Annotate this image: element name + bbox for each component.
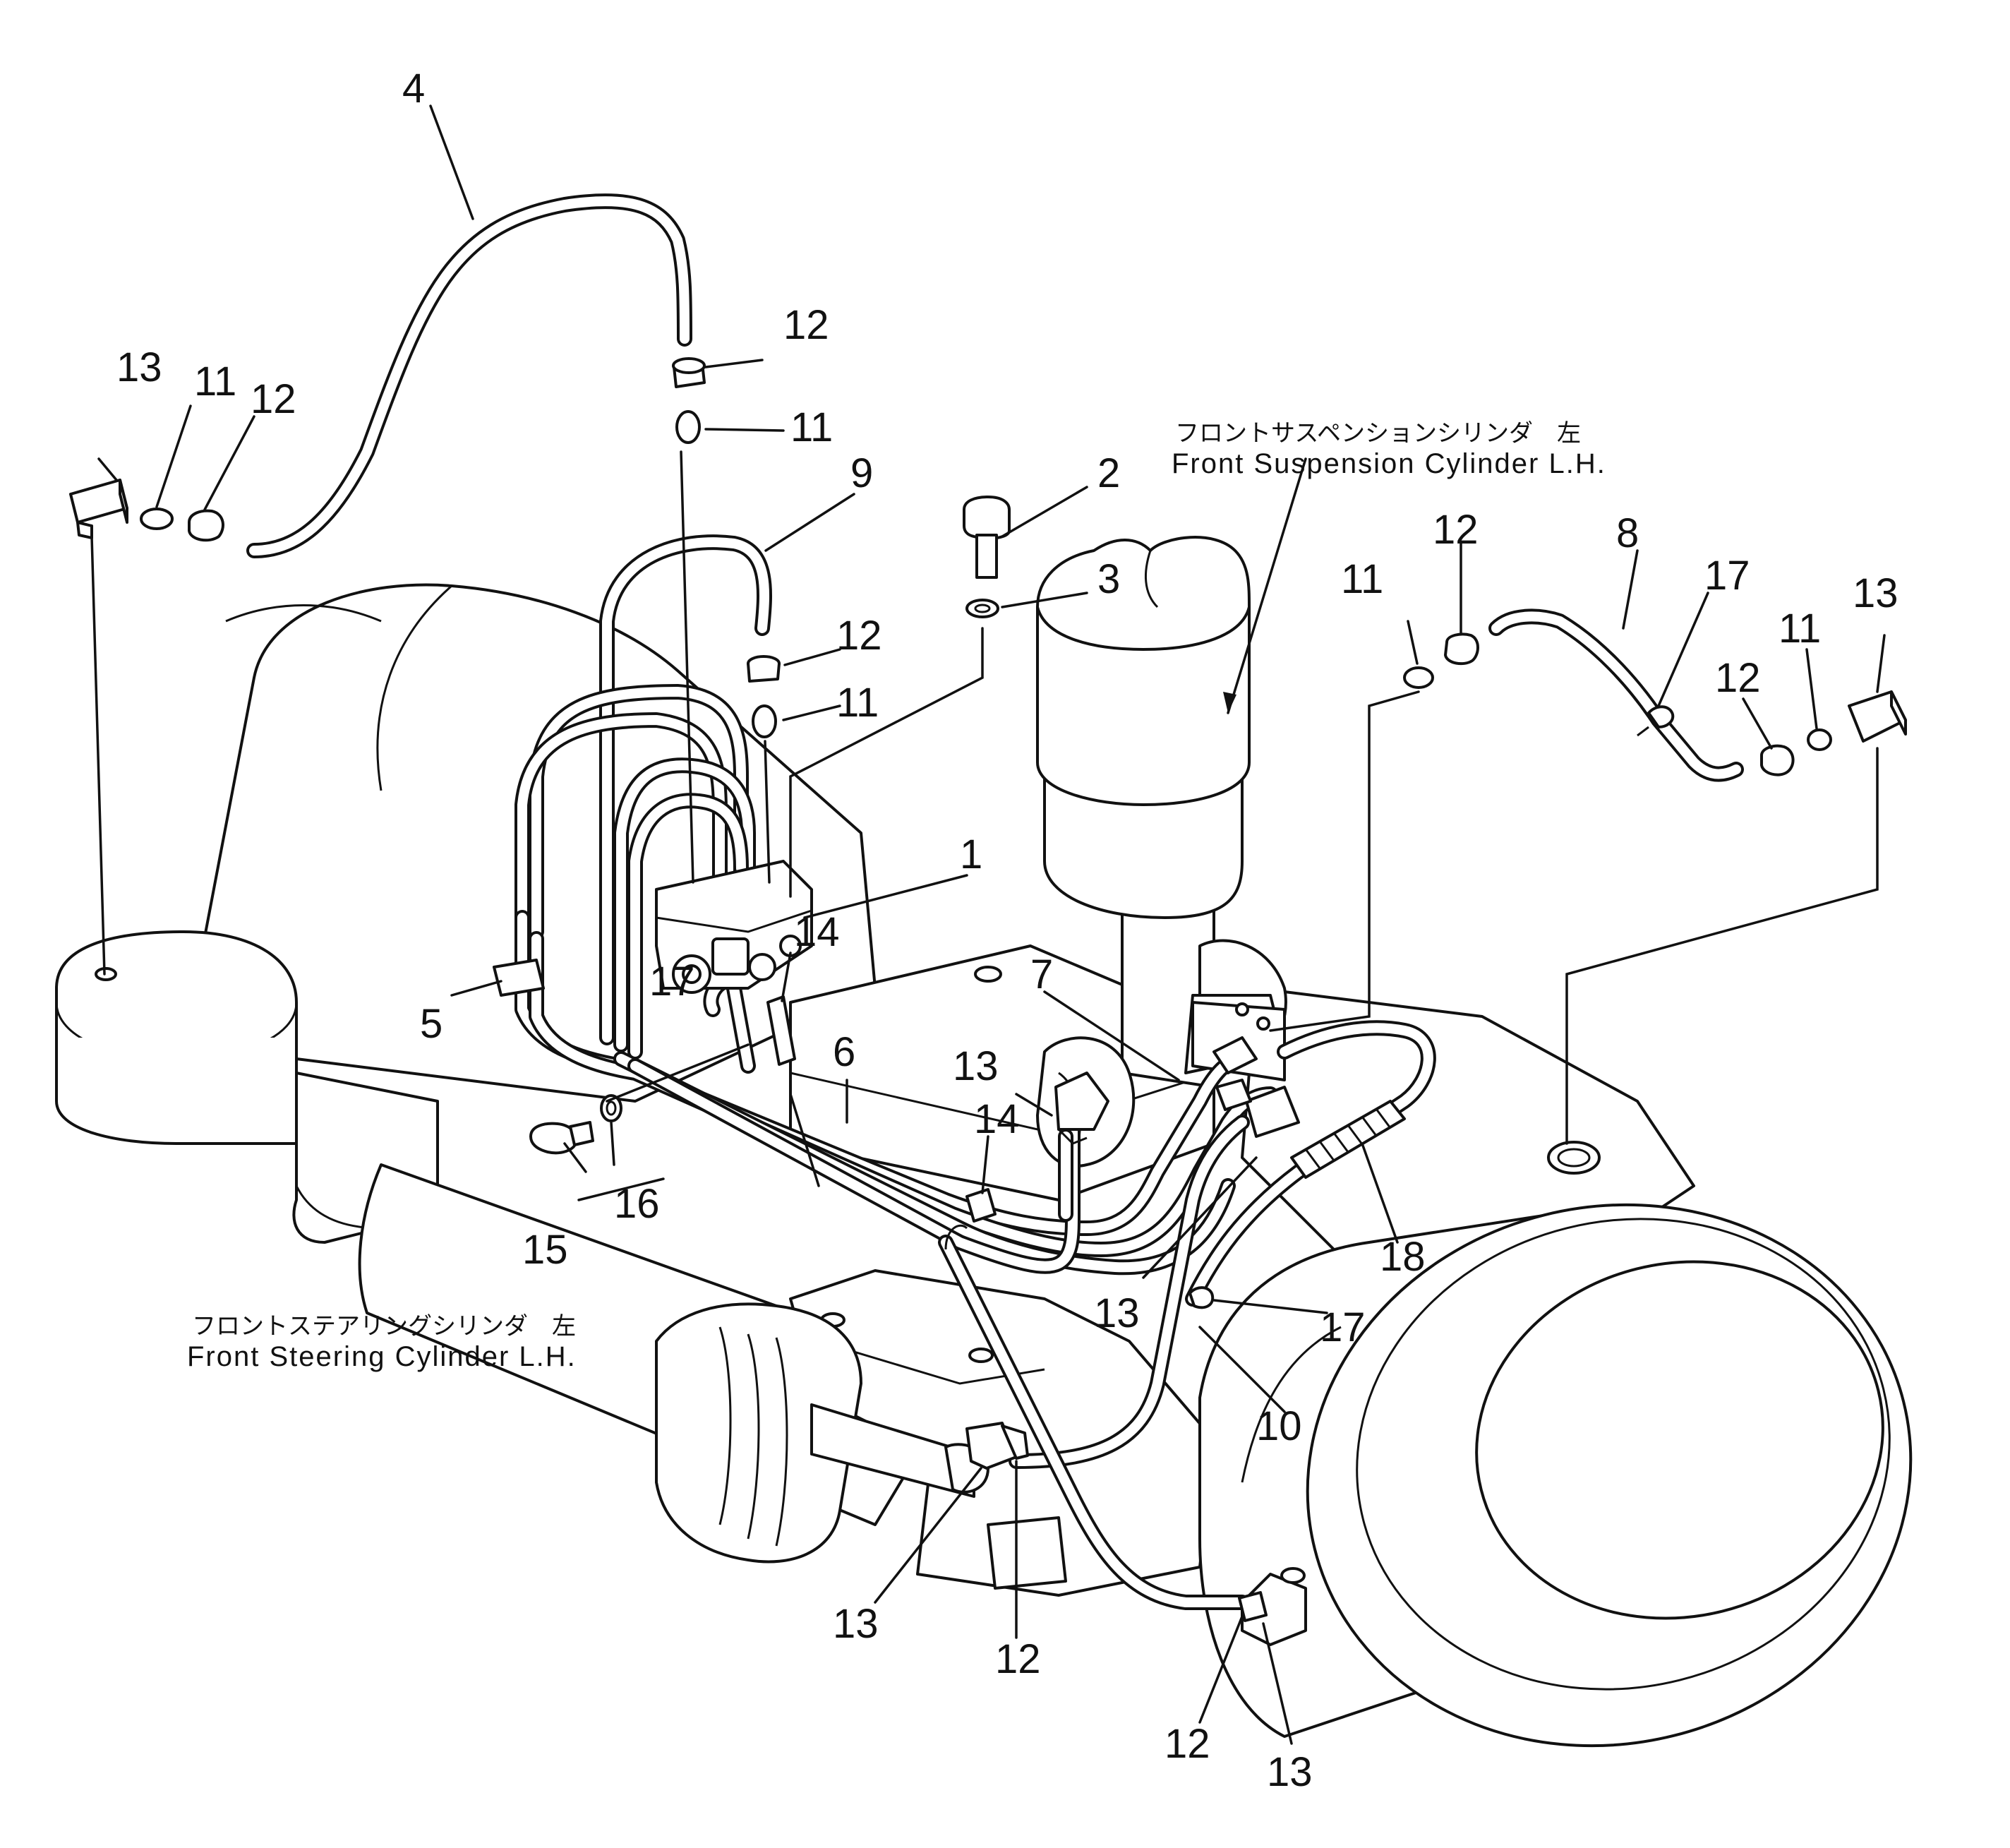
leader-lines: [90, 104, 1886, 1745]
valve-block: [655, 860, 813, 994]
callout-11-top: 11: [790, 404, 833, 450]
callout-numbers: 1 2 3 4 5 6 7 8 9 10 11 11 11 11 11 12 1…: [116, 66, 1898, 1795]
callout-12-farright: 12: [1715, 655, 1761, 701]
callout-17-lower: 17: [1320, 1304, 1366, 1350]
callout-5: 5: [420, 1001, 443, 1047]
callout-7: 7: [1030, 952, 1053, 997]
fittings: [69, 357, 1907, 1622]
callout-12-hub: 12: [1165, 1721, 1210, 1767]
callout-14-upper: 14: [794, 909, 840, 955]
callout-2: 2: [1097, 450, 1120, 496]
hose-18: [1290, 1100, 1406, 1179]
callout-13-steering: 13: [833, 1601, 879, 1647]
steering-label-jp: フロントステアリングシリンダ 左: [192, 1312, 576, 1340]
callout-13-farright: 13: [1853, 570, 1898, 616]
callout-9: 9: [850, 450, 873, 496]
callout-11-topleft: 11: [194, 359, 236, 404]
pipe-harness: [246, 193, 1744, 1610]
callout-14-lower: 14: [974, 1096, 1020, 1142]
callout-1: 1: [960, 832, 982, 877]
callout-12-topleft: 12: [251, 376, 296, 422]
wheel-hub: [1198, 1203, 1913, 1748]
callout-3: 3: [1097, 556, 1120, 602]
front-steering-cylinder-lh: [655, 1302, 989, 1564]
callout-12-right: 12: [1433, 507, 1479, 553]
callout-12-mid: 12: [836, 613, 882, 659]
callout-13-lower: 13: [1094, 1290, 1140, 1336]
callout-13-center: 13: [953, 1043, 999, 1089]
callout-8: 8: [1616, 510, 1639, 556]
callout-17-upper: 17: [649, 959, 695, 1004]
steering-label-en: Front Steering Cylinder L.H.: [187, 1341, 577, 1372]
callout-18: 18: [1380, 1234, 1426, 1280]
callout-11-right: 11: [1341, 556, 1383, 602]
callout-13-topleft: 13: [116, 344, 162, 390]
callout-10: 10: [1256, 1403, 1302, 1449]
component-labels: フロントサスペンションシリンダ 左 Front Suspension Cylin…: [187, 419, 1606, 1372]
front-suspension-cylinder-lh: [1036, 536, 1287, 1168]
callout-15: 15: [522, 1227, 568, 1273]
callout-13-hub: 13: [1267, 1749, 1313, 1795]
callout-17-right: 17: [1704, 553, 1750, 599]
callout-6: 6: [833, 1029, 855, 1075]
suspension-label-en: Front Suspension Cylinder L.H.: [1172, 448, 1606, 479]
suspension-label-jp: フロントサスペンションシリンダ 左: [1175, 419, 1581, 448]
callout-16: 16: [614, 1181, 660, 1227]
callout-12-top: 12: [783, 302, 829, 348]
callout-12-steering: 12: [995, 1636, 1041, 1682]
callout-4: 4: [402, 66, 425, 112]
callout-11-mid: 11: [836, 680, 879, 726]
leader-arrowheads: [1223, 692, 1236, 713]
callout-11-farright: 11: [1779, 606, 1821, 652]
